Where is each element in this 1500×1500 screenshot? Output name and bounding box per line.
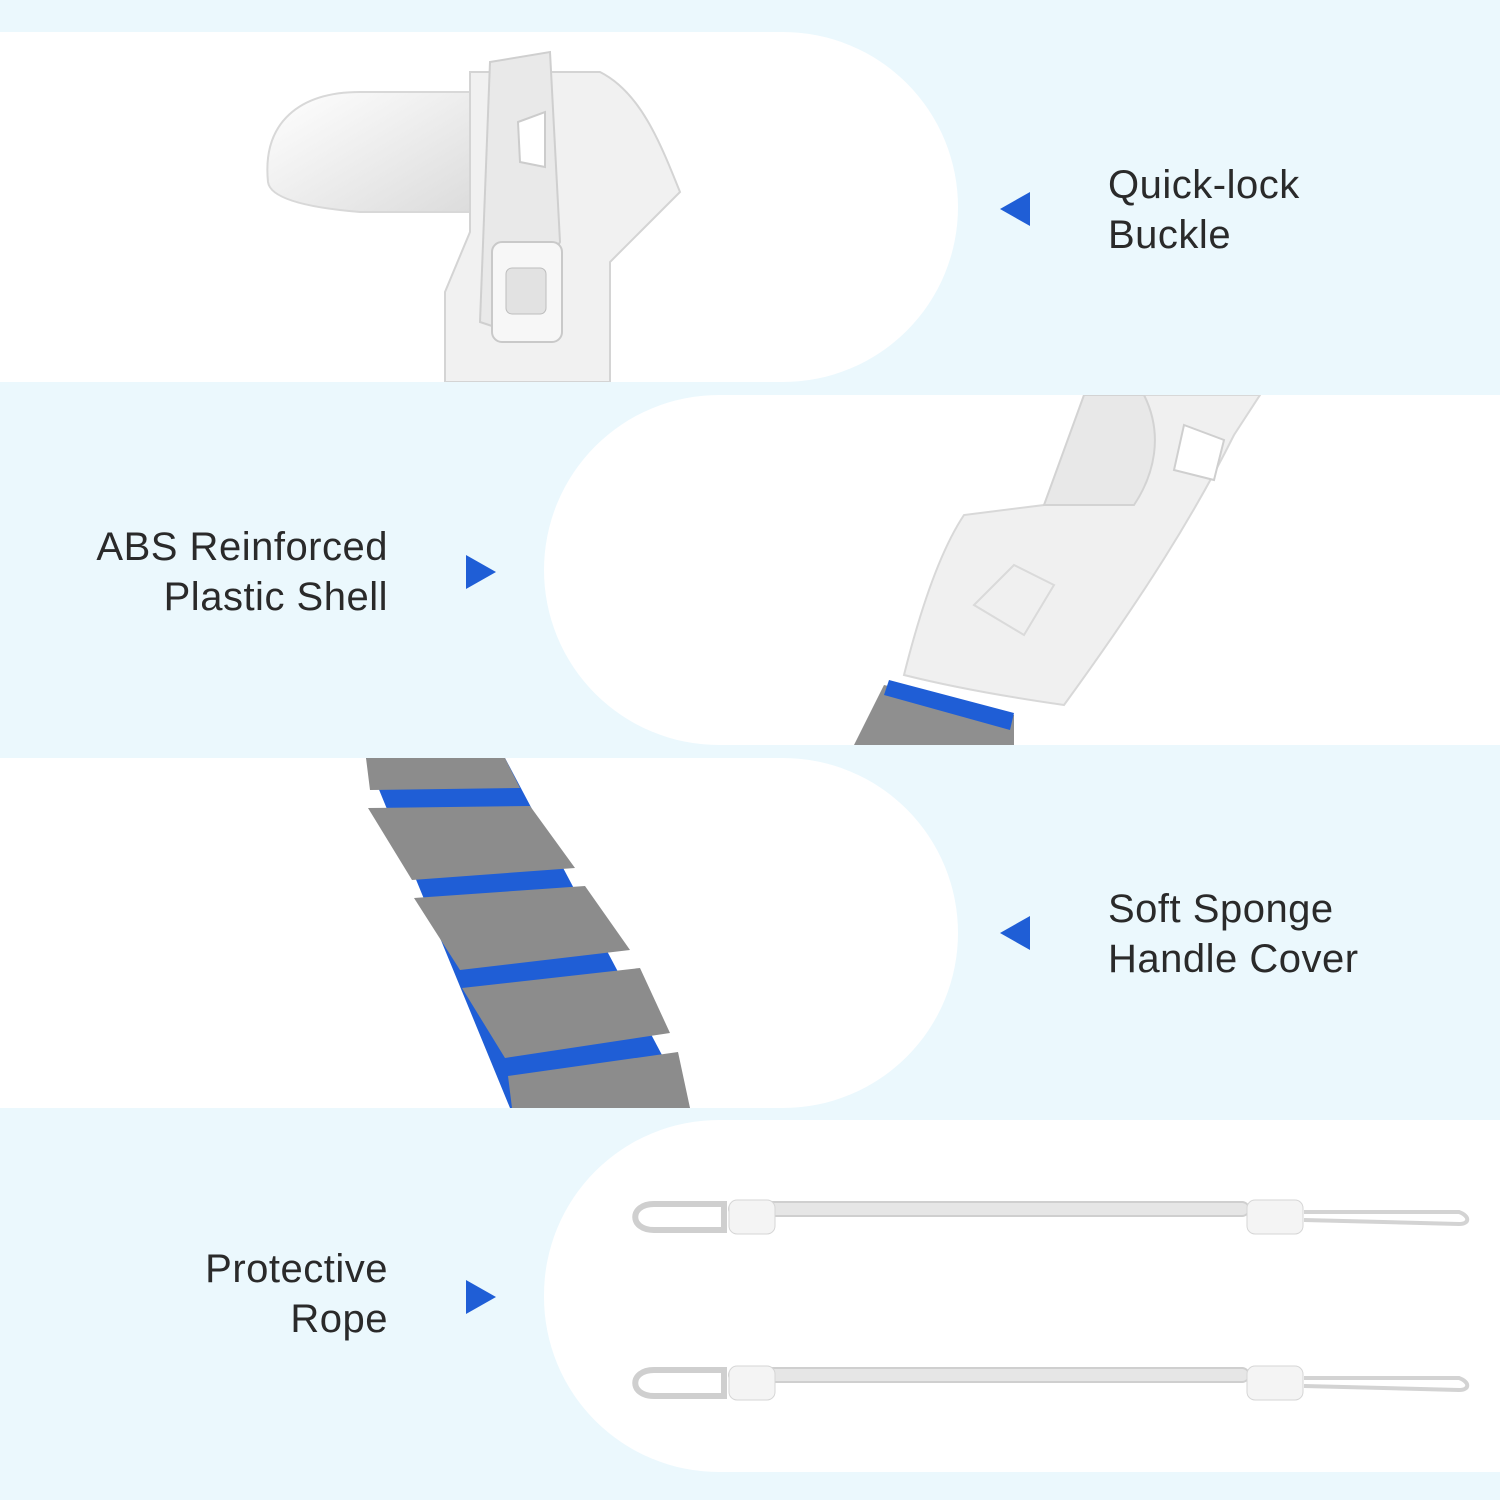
controller-shell-image — [854, 395, 1262, 745]
sponge-handle-image — [366, 758, 690, 1108]
feature-label-line1: Protective — [205, 1247, 388, 1291]
feature-label-line1: Soft Sponge — [1108, 887, 1334, 931]
feature-label-rope: Protective Rope — [205, 1244, 388, 1344]
triangle-right-icon — [466, 1280, 496, 1314]
feature-panel-buckle — [0, 32, 958, 382]
feature-label-sponge: Soft Sponge Handle Cover — [1108, 884, 1359, 984]
triangle-left-icon — [1000, 192, 1030, 226]
feature-label-line1: Quick-lock — [1108, 163, 1300, 207]
feature-label-buckle: Quick-lock Buckle — [1108, 160, 1300, 260]
rope-item — [632, 1199, 1470, 1235]
feature-panel-sponge — [0, 758, 958, 1108]
feature-label-line2: Handle Cover — [1108, 937, 1359, 981]
feature-label-shell: ABS Reinforced Plastic Shell — [96, 522, 388, 622]
rope-item — [632, 1365, 1470, 1401]
controller-buckle-image — [266, 50, 682, 382]
triangle-left-icon — [1000, 916, 1030, 950]
feature-panel-rope — [544, 1120, 1500, 1472]
feature-label-line2: Buckle — [1108, 213, 1232, 257]
feature-panel-shell — [544, 395, 1500, 745]
feature-label-line2: Plastic Shell — [163, 575, 388, 619]
triangle-right-icon — [466, 555, 496, 589]
feature-label-line2: Rope — [290, 1297, 388, 1341]
protective-rope-image — [632, 1199, 1470, 1401]
feature-label-line1: ABS Reinforced — [96, 525, 388, 569]
